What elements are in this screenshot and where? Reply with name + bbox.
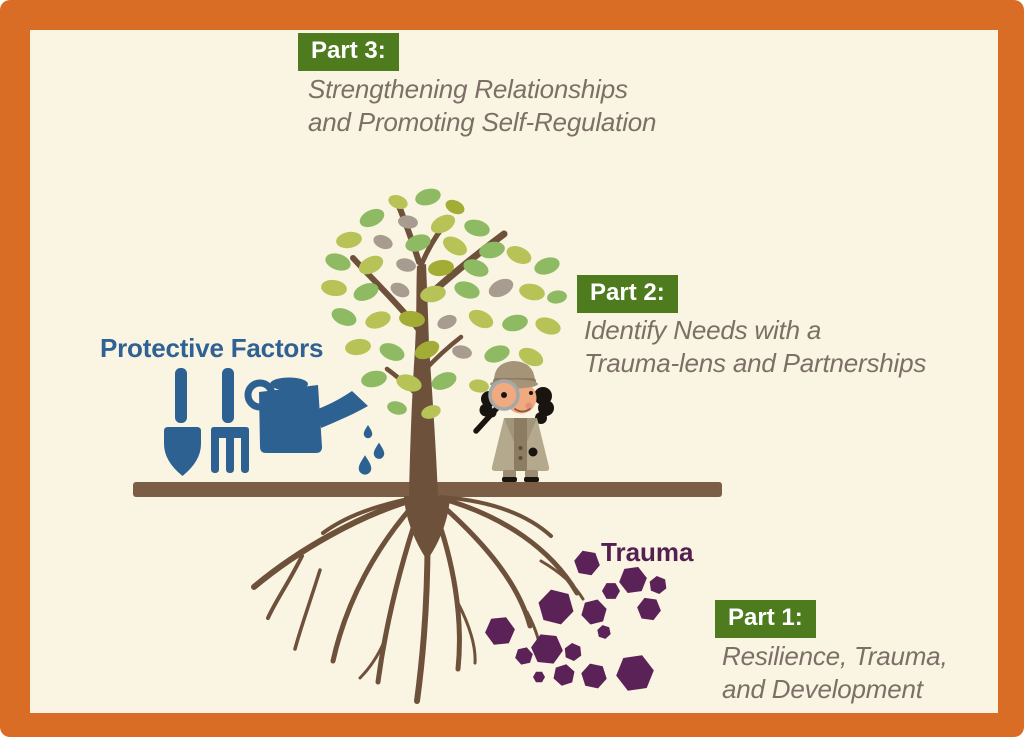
leaf bbox=[546, 289, 568, 305]
hexagon bbox=[617, 565, 649, 595]
garden-fork-icon bbox=[211, 368, 249, 473]
detective-with-magnifying-glass-icon bbox=[473, 361, 554, 482]
leaf bbox=[376, 339, 408, 365]
leaf bbox=[323, 250, 353, 274]
hexagon bbox=[561, 641, 585, 663]
leaf bbox=[533, 314, 563, 338]
leaf bbox=[465, 306, 497, 332]
leaf bbox=[371, 232, 395, 252]
part1-caption-line1: Resilience, Trauma, bbox=[722, 641, 948, 671]
hexagon bbox=[529, 633, 565, 665]
leaf bbox=[427, 210, 459, 238]
hexagon bbox=[534, 587, 578, 627]
tree-icon bbox=[320, 185, 568, 497]
hexagon bbox=[513, 646, 535, 666]
hexagon bbox=[572, 549, 602, 577]
leaf bbox=[428, 368, 460, 394]
leaf bbox=[439, 232, 471, 260]
leaf bbox=[503, 242, 535, 268]
part3-caption-line1: Strengthening Relationships bbox=[308, 74, 628, 104]
detective-hat bbox=[494, 361, 535, 381]
part3-caption: Strengthening Relationships and Promotin… bbox=[308, 73, 657, 139]
hexagon bbox=[578, 662, 610, 690]
watering-can-icon bbox=[244, 377, 368, 453]
leaf bbox=[450, 343, 474, 361]
leaf bbox=[320, 278, 348, 298]
protective-factors-label: Protective Factors bbox=[100, 333, 324, 363]
trauma-label: Trauma bbox=[601, 537, 694, 567]
leaf bbox=[363, 308, 393, 332]
hexagon bbox=[602, 583, 620, 599]
leaf bbox=[344, 337, 372, 357]
hexagon bbox=[635, 596, 663, 622]
leaf bbox=[385, 399, 409, 417]
part3-caption-line2: and Promoting Self-Regulation bbox=[308, 107, 657, 138]
garden-trowel-icon bbox=[164, 368, 201, 476]
leaf bbox=[485, 275, 517, 301]
garden-tools bbox=[164, 368, 385, 476]
leaf bbox=[452, 278, 482, 302]
part2-caption-line1: Identify Needs with a bbox=[584, 315, 822, 345]
leaf bbox=[517, 281, 547, 303]
hexagon bbox=[595, 624, 613, 640]
trauma-hexagons-icon bbox=[483, 549, 670, 693]
leaf bbox=[359, 368, 389, 390]
part3-badge: Part 3: bbox=[298, 33, 399, 71]
part1-caption: Resilience, Trauma, and Development bbox=[722, 640, 948, 706]
leaf bbox=[462, 216, 492, 240]
water-drops-icon bbox=[358, 425, 385, 475]
leaf bbox=[477, 239, 507, 261]
hexagon bbox=[533, 671, 545, 683]
leaf bbox=[356, 205, 388, 231]
hexagon bbox=[613, 653, 657, 693]
part2-badge: Part 2: bbox=[577, 275, 678, 313]
leaf bbox=[413, 185, 443, 209]
roots-icon bbox=[251, 495, 585, 704]
hexagon bbox=[550, 662, 578, 688]
hexagon bbox=[646, 574, 670, 596]
part1-caption-line2: and Development bbox=[722, 674, 923, 705]
hexagon bbox=[483, 616, 517, 646]
leaf bbox=[334, 229, 364, 251]
magnifying-glass-icon bbox=[488, 379, 520, 411]
leaf bbox=[394, 256, 418, 274]
leaf bbox=[443, 196, 467, 218]
part2-caption-line2: Trauma-lens and Partnerships bbox=[584, 348, 927, 379]
part2-caption: Identify Needs with a Trauma-lens and Pa… bbox=[584, 314, 926, 380]
leaf bbox=[435, 312, 459, 332]
leaf bbox=[328, 304, 360, 330]
leaf bbox=[386, 192, 410, 212]
hexagon bbox=[578, 597, 610, 627]
leaf bbox=[532, 254, 562, 278]
part1-badge: Part 1: bbox=[715, 600, 816, 638]
leaf bbox=[500, 312, 530, 334]
